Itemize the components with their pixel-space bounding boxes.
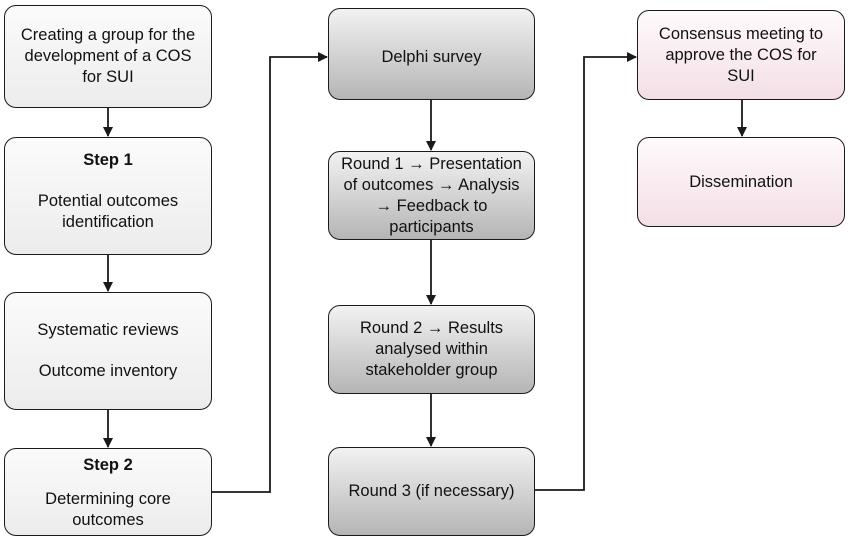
group-creation-text: Creating a group for the development of … xyxy=(20,26,196,86)
systematic-reviews-text: Systematic reviews xyxy=(37,321,179,339)
round1-text: Round 1 → Presentation of outcomes → Ana… xyxy=(341,154,522,236)
round2-text: Round 2 → Results analysed within stakeh… xyxy=(359,319,504,379)
step2-title: Step 2 xyxy=(83,456,133,474)
delphi-survey-text: Delphi survey xyxy=(381,48,482,66)
dissemination-text: Dissemination xyxy=(689,172,793,191)
delphi-survey-box: Delphi survey xyxy=(328,8,535,100)
step2-box: Step 2 Determining core outcomes xyxy=(4,448,212,536)
step2-text: Determining core outcomes xyxy=(45,490,171,529)
consensus-meeting-box: Consensus meeting to approve the COS for… xyxy=(637,10,845,100)
round1-box: Round 1 → Presentation of outcomes → Ana… xyxy=(328,151,535,240)
dissemination-box: Dissemination xyxy=(637,137,845,227)
round3-box: Round 3 (if necessary) xyxy=(328,447,535,536)
step1-text: Potential outcomes identification xyxy=(37,192,179,231)
round2-box: Round 2 → Results analysed within stakeh… xyxy=(328,305,535,394)
arrow-round3-to-consensus xyxy=(535,52,637,491)
group-creation-box: Creating a group for the development of … xyxy=(4,5,212,108)
arrow-step2-to-delphi xyxy=(212,52,328,493)
step1-box: Step 1 Potential outcomes identification xyxy=(4,137,212,255)
consensus-meeting-text: Consensus meeting to approve the COS for… xyxy=(658,24,824,85)
step1-title: Step 1 xyxy=(83,151,133,169)
reviews-box: Systematic reviews Outcome inventory xyxy=(4,292,212,410)
round3-text: Round 3 (if necessary) xyxy=(348,482,515,500)
outcome-inventory-text: Outcome inventory xyxy=(38,362,178,380)
